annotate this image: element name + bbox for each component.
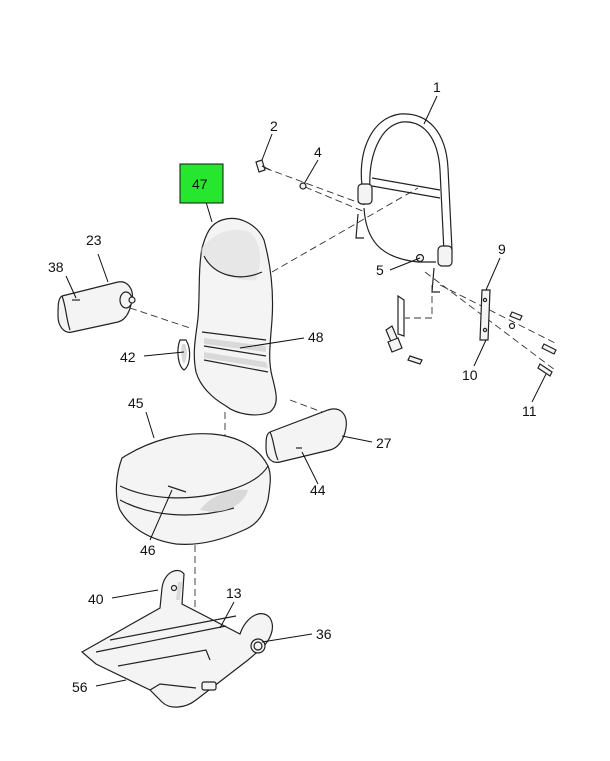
highlighted-callout-47[interactable]: 47 <box>179 163 224 204</box>
callout-27[interactable]: 27 <box>376 435 392 451</box>
callout-10[interactable]: 10 <box>462 367 478 383</box>
bracket-part-9-10 <box>479 289 491 341</box>
callout-5[interactable]: 5 <box>376 262 384 278</box>
callout-48[interactable]: 48 <box>308 329 324 345</box>
callout-leaders <box>65 95 547 687</box>
callout-labels: 1 2 4 5 9 10 11 23 38 42 48 45 27 44 46 … <box>48 79 537 695</box>
callout-9[interactable]: 9 <box>498 241 506 257</box>
callout-42[interactable]: 42 <box>120 349 136 365</box>
washer-part-4 <box>299 182 307 190</box>
callout-4[interactable]: 4 <box>314 144 322 160</box>
mounting-bracket-hardware <box>385 294 423 365</box>
seat-cushion-part <box>115 433 271 545</box>
callout-36[interactable]: 36 <box>316 626 332 642</box>
assembly-dashed-lines <box>129 167 556 630</box>
seat-base-frame-part <box>80 569 274 708</box>
seat-back-part <box>177 217 277 416</box>
callout-45[interactable]: 45 <box>128 395 144 411</box>
callout-44[interactable]: 44 <box>310 482 326 498</box>
callout-2[interactable]: 2 <box>270 118 278 134</box>
left-armrest-part <box>57 281 136 333</box>
highlight-box <box>179 163 224 204</box>
headrest-frame-part <box>355 113 453 293</box>
callout-47[interactable]: 47 <box>192 176 208 192</box>
callout-23[interactable]: 23 <box>86 232 102 248</box>
callout-1[interactable]: 1 <box>433 79 441 95</box>
callout-46[interactable]: 46 <box>140 542 156 558</box>
bolts-part-11 <box>508 311 557 377</box>
screw-part-2 <box>255 159 271 173</box>
right-armrest-part <box>265 408 347 463</box>
callout-56[interactable]: 56 <box>72 679 88 695</box>
callout-40[interactable]: 40 <box>88 591 104 607</box>
callout-38[interactable]: 38 <box>48 259 64 275</box>
callout-11[interactable]: 11 <box>522 403 537 419</box>
callout-13[interactable]: 13 <box>226 585 242 601</box>
